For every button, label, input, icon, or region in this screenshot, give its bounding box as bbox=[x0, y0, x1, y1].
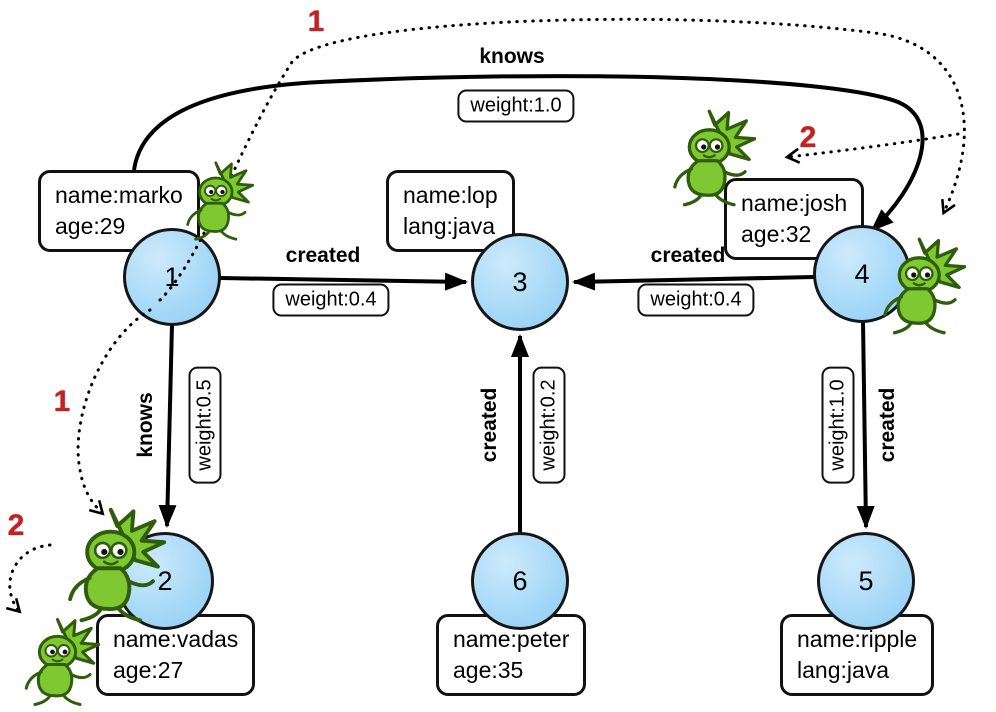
edge-label-created-6-3: created bbox=[478, 387, 501, 463]
edge-label-knows-1-2: knows bbox=[134, 392, 157, 458]
weight-created-6-3: weight:0.2 bbox=[532, 366, 566, 484]
prop-line: name:ripple bbox=[797, 626, 918, 652]
prop-line: age:27 bbox=[113, 657, 184, 684]
edge-created-1-3 bbox=[219, 272, 468, 291]
prop-line: name:josh bbox=[741, 190, 848, 216]
prop-line: name:vadas bbox=[113, 626, 239, 652]
edge-created-4-5 bbox=[856, 320, 875, 529]
dotted-traversal-2-to-vadas bbox=[5, 543, 52, 614]
edge-knows-1-2 bbox=[158, 323, 177, 528]
prop-line: lang:java bbox=[403, 213, 496, 240]
edge-label-created-1-3: created bbox=[285, 244, 361, 267]
vertex-5: 5 bbox=[817, 532, 915, 630]
vertex-3: 3 bbox=[471, 233, 569, 331]
edge-label-created-4-5: created bbox=[876, 387, 899, 463]
propbox-vadas: name:vadas age:27 bbox=[96, 614, 256, 697]
prop-line: lang:java bbox=[797, 657, 890, 684]
weight-created-4-5: weight:1.0 bbox=[821, 366, 855, 484]
prop-line: age:35 bbox=[453, 657, 524, 684]
step-number-2-left: 2 bbox=[7, 509, 25, 542]
weight-knows-1-2: weight:0.5 bbox=[188, 366, 222, 484]
prop-line: age:29 bbox=[55, 213, 126, 240]
vertex-2: 2 bbox=[116, 532, 214, 630]
prop-line: name:marko bbox=[55, 182, 183, 208]
prop-line: name:lop bbox=[403, 182, 498, 208]
vertex-6: 6 bbox=[471, 532, 569, 630]
step-number-1-top: 1 bbox=[307, 5, 325, 38]
weight-created-4-3: weight:0.4 bbox=[637, 283, 755, 317]
weight-created-1-3: weight:0.4 bbox=[272, 283, 390, 317]
step-number-2-top: 2 bbox=[799, 121, 817, 154]
edge-label-created-4-3: created bbox=[650, 244, 726, 267]
gremlin-icon bbox=[24, 617, 100, 707]
weight-knows-top: weight:1.0 bbox=[457, 89, 575, 123]
step-number-1-left: 1 bbox=[53, 385, 71, 418]
edge-label-knows-top: knows bbox=[479, 45, 545, 68]
prop-line: name:peter bbox=[453, 626, 570, 652]
edge-created-4-3 bbox=[572, 272, 815, 291]
vertex-1: 1 bbox=[123, 228, 221, 326]
vertex-4: 4 bbox=[813, 225, 911, 323]
